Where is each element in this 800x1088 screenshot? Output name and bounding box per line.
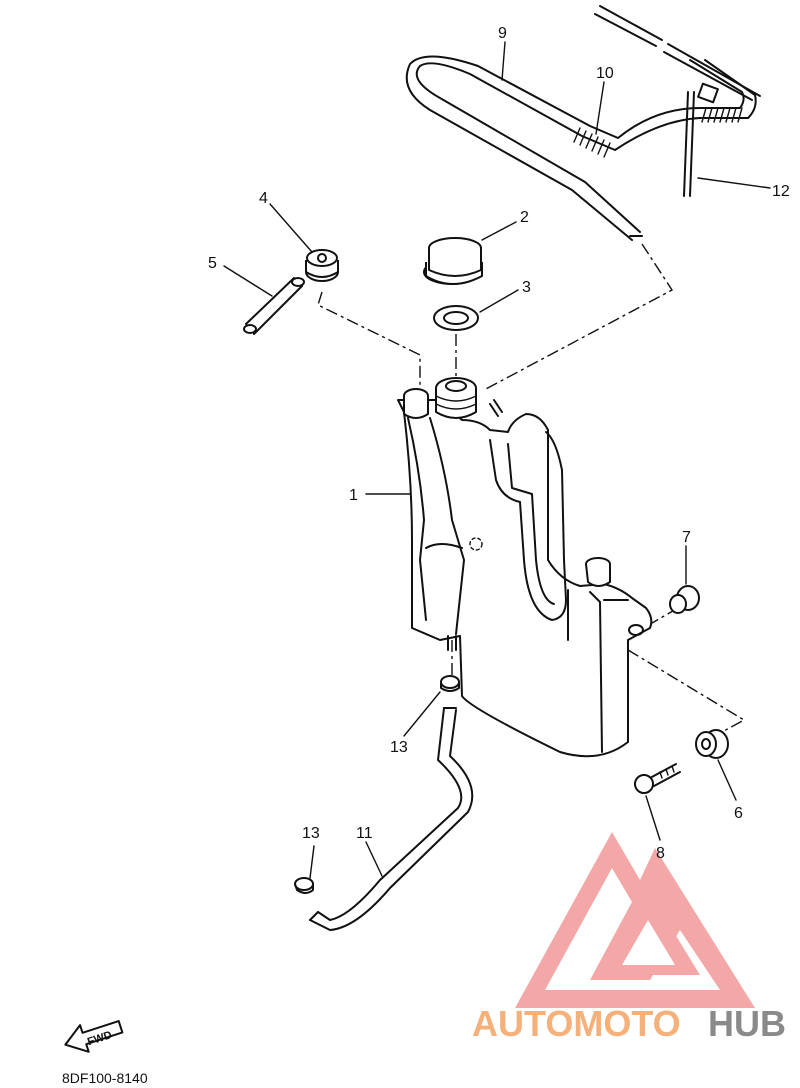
callout-1: 1 [349, 487, 358, 504]
breather-cap-4 [305, 249, 339, 282]
callout-4: 4 [259, 190, 268, 207]
hose-9 [405, 5, 761, 241]
watermark-logo-icon [515, 832, 755, 1008]
gasket-3 [433, 305, 479, 331]
callout-10: 10 [596, 65, 614, 82]
clamp-13-lower [294, 877, 314, 894]
clamp-13-upper [440, 675, 460, 692]
callout-12: 12 [772, 183, 790, 200]
spring-10 [573, 107, 743, 158]
grommet-7 [669, 585, 700, 614]
diagram-code: 8DF100-8140 [62, 1070, 148, 1086]
watermark-text-light: AUTOMOTO [472, 1003, 681, 1044]
callout-5: 5 [208, 255, 217, 272]
fwd-arrow-icon [64, 1020, 124, 1053]
reservoir-tank-1 [397, 377, 653, 758]
callout-2: 2 [520, 209, 529, 226]
bolt-8 [634, 763, 681, 794]
callout-13-upper: 13 [390, 739, 408, 756]
callout-8: 8 [656, 845, 665, 862]
damper-6 [695, 729, 729, 759]
callout-7: 7 [682, 529, 691, 546]
callout-13-lower: 13 [302, 825, 320, 842]
assembly-leaders [317, 243, 746, 733]
cap-2 [423, 237, 483, 285]
callout-11: 11 [356, 825, 373, 842]
callout-6: 6 [734, 805, 743, 822]
callout-3: 3 [522, 279, 531, 296]
watermark-text-dark: HUB [708, 1003, 786, 1044]
hose-11 [309, 707, 474, 931]
callout-9: 9 [498, 25, 507, 42]
pipe-5 [243, 277, 305, 335]
clip-12 [683, 82, 719, 197]
callout-leaders [223, 41, 771, 879]
